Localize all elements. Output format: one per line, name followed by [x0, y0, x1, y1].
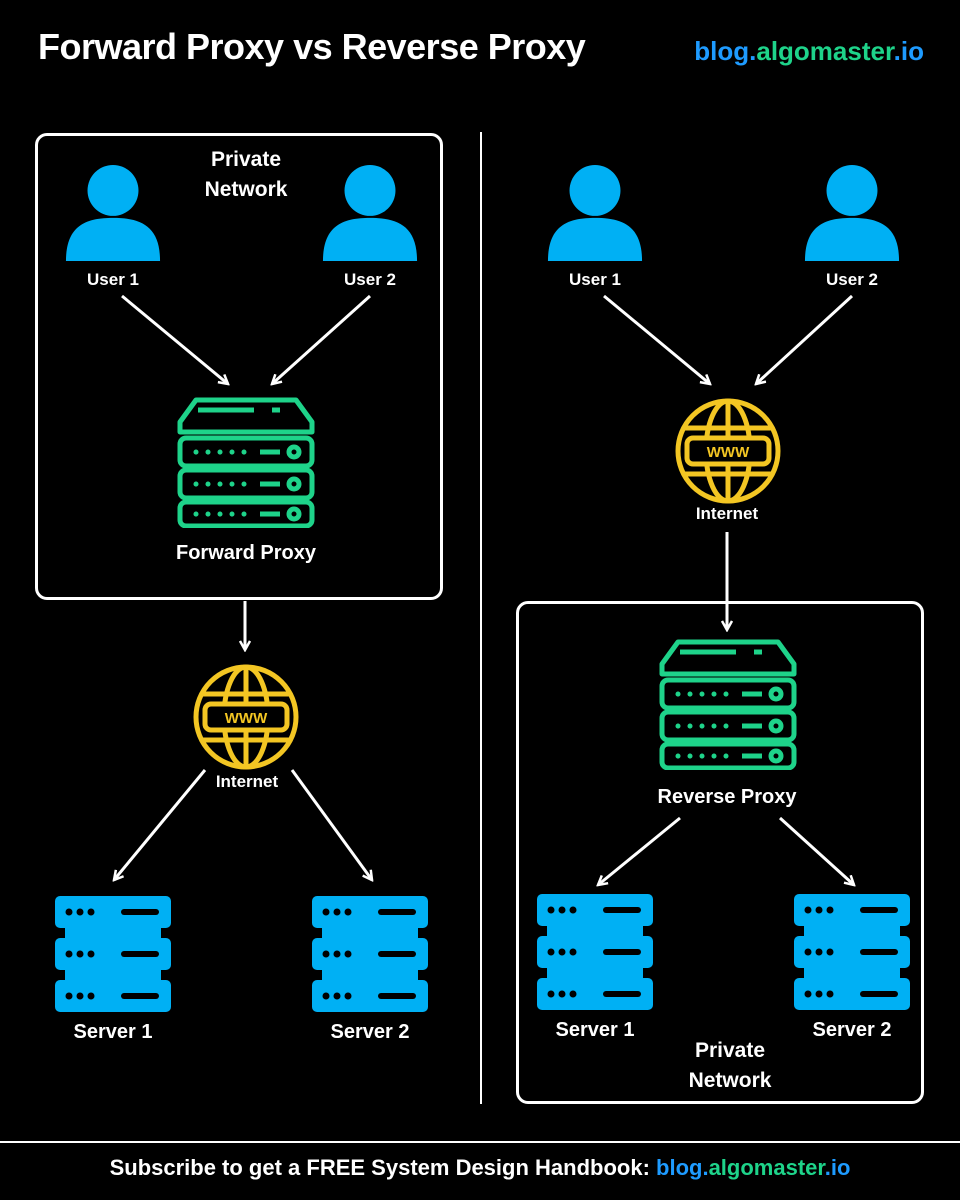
reverse-network-label: Private Network [688, 1039, 772, 1092]
proxy-server-icon [658, 638, 798, 770]
user-icon [321, 163, 419, 261]
forward-user2-label: User 2 [344, 270, 396, 289]
page-title: Forward Proxy vs Reverse Proxy [38, 26, 586, 67]
globe-www-icon [191, 662, 301, 772]
reverse-user1-label: User 1 [569, 270, 621, 289]
arrow-fwd-internet-to-server2 [290, 769, 372, 880]
forward-server1-label: Server 1 [73, 1021, 153, 1043]
reverse-internet-label: Internet [695, 504, 759, 523]
reverse-server2-label: Server 2 [812, 1019, 892, 1041]
brand-part-1: blog. [694, 36, 757, 66]
user-icon [803, 163, 901, 261]
server-icon [55, 896, 171, 1020]
forward-proxy-label: Forward Proxy [175, 542, 317, 564]
forward-private-network-box [35, 133, 443, 600]
center-divider [480, 132, 482, 1104]
reverse-server1-label: Server 1 [555, 1019, 635, 1041]
proxy-server-icon [176, 396, 316, 528]
footer-text: Subscribe to get a FREE System Design Ha… [109, 1155, 657, 1180]
arrow-rev-user1-to-internet [603, 294, 710, 384]
reverse-private-network-box [516, 601, 924, 1104]
reverse-proxy-label: Reverse Proxy [657, 786, 797, 808]
brand-part-3: .io [893, 36, 924, 66]
server-icon [312, 896, 428, 1020]
forward-network-label: Private Network [204, 148, 288, 201]
globe-www-icon [673, 396, 783, 506]
arrow-rev-user2-to-internet [756, 294, 854, 384]
server-icon [794, 894, 910, 1018]
footer-link-part-1: blog. [656, 1155, 709, 1180]
user-icon [64, 163, 162, 261]
server-icon [537, 894, 653, 1018]
reverse-user2-label: User 2 [826, 270, 878, 289]
brand-part-2: algomaster [756, 36, 894, 66]
footer: Subscribe to get a FREE System Design Ha… [0, 1155, 960, 1181]
forward-user1-label: User 1 [87, 270, 139, 289]
footer-divider [0, 1141, 960, 1143]
arrow-fwd-user1-to-proxy [121, 294, 228, 384]
brand-link[interactable]: blog.algomaster.io [694, 36, 924, 67]
arrow-fwd-internet-to-server1 [114, 769, 207, 880]
user-icon [546, 163, 644, 261]
forward-internet-label: Internet [215, 772, 279, 791]
footer-link-part-2: algomaster [708, 1155, 825, 1180]
arrow-rev-proxy-to-server2 [778, 816, 854, 885]
footer-link-part-3: .io [824, 1155, 851, 1180]
arrow-fwd-user2-to-proxy [272, 294, 372, 384]
footer-link[interactable]: blog.algomaster.io [656, 1155, 850, 1180]
arrow-rev-proxy-to-server1 [598, 816, 681, 885]
forward-server2-label: Server 2 [330, 1021, 410, 1043]
